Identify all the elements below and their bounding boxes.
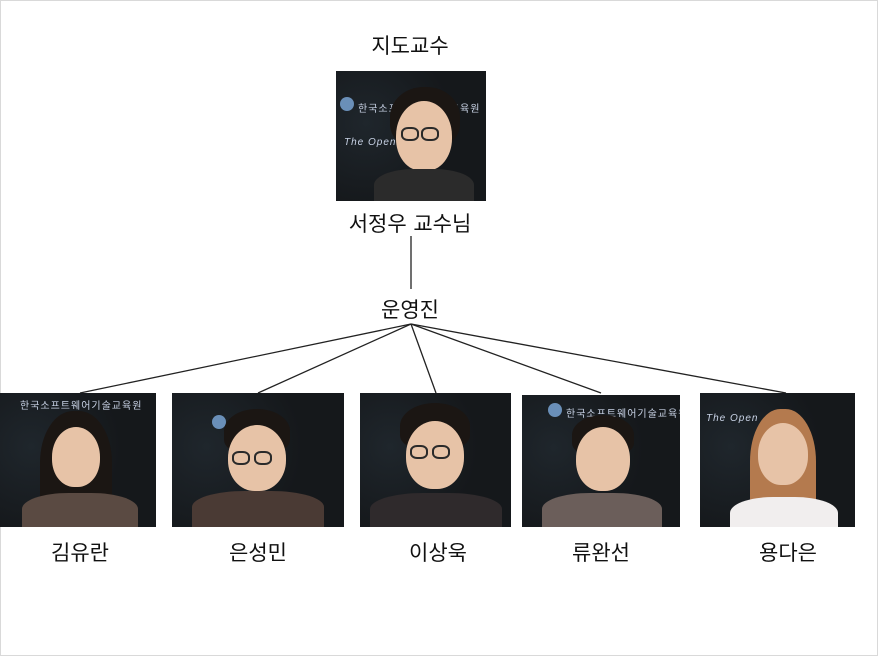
member-photo-5: The Open (700, 393, 855, 527)
leader-to-member-4-line (410, 323, 602, 394)
advisor-photo: 한국소프트웨어기술교육원 The Open (336, 71, 486, 201)
banner-text-2: The Open (344, 137, 397, 148)
logo-icon (548, 403, 562, 417)
banner-text-2: The Open (706, 413, 759, 424)
member-photo-1: 한국소프트웨어기술교육원 (0, 393, 156, 527)
member-photo-3 (360, 393, 511, 527)
member-name-1: 김유란 (51, 541, 109, 565)
member-name-5: 용다은 (759, 541, 817, 565)
section-title: 지도교수 (371, 34, 449, 58)
leader-to-member-3-line (410, 323, 437, 394)
member-name-3: 이상욱 (409, 541, 467, 565)
logo-icon (340, 97, 354, 111)
leader-to-member-2-line (257, 323, 412, 394)
banner-text: 한국소프트웨어기술교육원 (566, 409, 680, 420)
logo-icon (212, 415, 226, 429)
advisor-name: 서정우 교수님 (348, 212, 472, 236)
leader-to-member-1-line (79, 323, 412, 394)
member-photo-2 (172, 393, 344, 527)
member-photo-4: 한국소프트웨어기술교육원 (522, 395, 680, 527)
banner-text: 한국소프트웨어기술교육원 (20, 401, 143, 412)
leader-name: 운영진 (381, 298, 439, 322)
leader-to-member-5-line (410, 323, 787, 394)
member-name-2: 은성민 (229, 541, 287, 565)
member-name-4: 류완선 (572, 541, 630, 565)
